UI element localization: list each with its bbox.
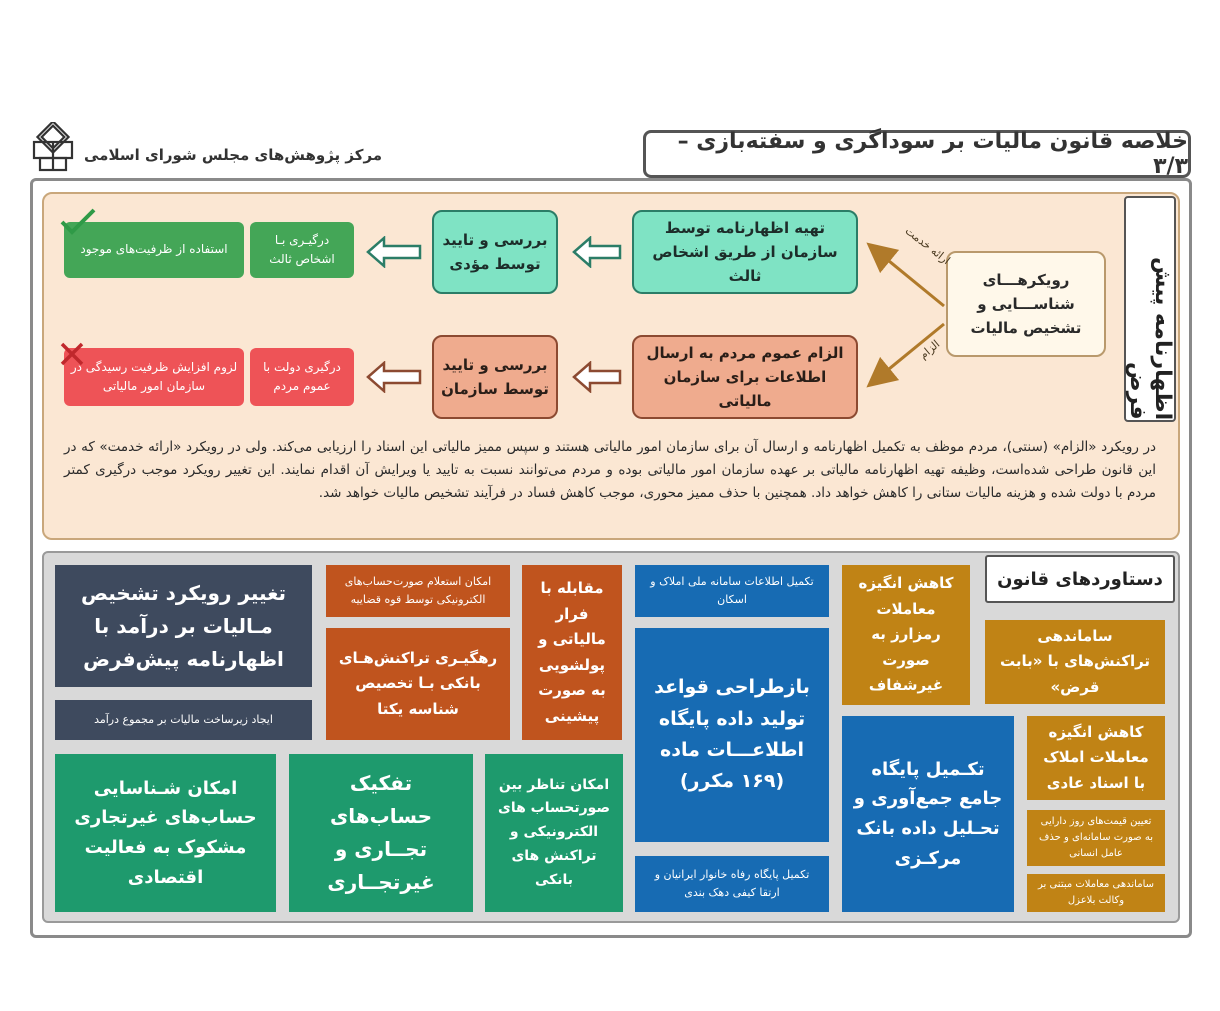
tile-loan-transactions: ساماندهی تراکنش‌های با «بابت قرض» [985,620,1165,704]
lower-step-2: بررسی و تایید توسط سازمان [432,335,558,419]
page-title: خلاصه قانون مالیات بر سوداگری و سفته‌باز… [643,129,1191,179]
tile-change-approach: تغییر رویکرد تشخیص مـالیات بر درآمد با ا… [55,565,312,687]
arrow-left-icon [366,236,422,268]
org-name: مرکز پژوهش‌های مجلس شورای اسلامی [84,146,383,164]
tile-national-property: تکمیل اطلاعات سامانه ملی املاک و اسکان [635,565,829,617]
tile-power-of-attorney: ساماندهی معاملات مبتنی بر وکالت بلاعزل [1027,874,1165,912]
upper-result: استفاده از ظرفیت‌های موجود [64,222,244,278]
arrow-left-icon [572,361,622,393]
tile-bank-tracking: رهگیـری تراکنش‌هـای بانکی بـا تخصیص شناس… [326,628,510,740]
branch-arrows [866,242,945,388]
section-title-default-declaration: اظهارنامه پیش فرض [1124,196,1176,422]
tile-invoice-matching: امکان تناظر بین صورتحساب های الکترونیکی … [485,754,623,912]
check-icon [60,208,96,235]
upper-step-3: درگیـری بـا اشخاص ثالث [250,222,354,278]
tile-anti-evasion: مقابله با فرار مالیاتی و پولشویی به صورت… [522,565,622,740]
lower-step-1: الزام عموم مردم به ارسال اطلاعات برای سا… [632,335,858,419]
tile-asset-pricing: تعیین قیمت‌های روز دارایی به صورت سامانه… [1027,810,1165,866]
arrow-left-icon [366,361,422,393]
arrow-left-icon [572,236,622,268]
tile-redesign-169: بازطراحی قواعد تولید داده پایگاه اطلاعــ… [635,628,829,842]
upper-step-1: تهیه اظهارنامه توسط سازمان از طریق اشخاص… [632,210,858,294]
tile-welfare-database: تکمیل پایگاه رفاه خانوار ایرانیان و ارتق… [635,856,829,912]
explanation-paragraph: در رویکرد «الزام» (سنتی)، مردم موظف به ت… [64,439,1156,502]
tile-judiciary-inquiry: امکان استعلام صورت‌حساب‌های الکترونیکی ت… [326,565,510,617]
logo-icon [32,122,74,172]
upper-step-2: بررسی و تایید توسط مؤدی [432,210,558,294]
achievements-title: دستاوردهای قانون [985,555,1175,603]
tile-central-bank-data: تکـمیل پایگاه جامع جمع‌آوری و تحـلیل داد… [842,716,1014,912]
approach-box: رویکرهـــای شناســـایی و تشخیص مالیات [946,251,1106,357]
tile-noncommercial-accounts: امکان شـناسایی حساب‌های غیرتجاری مشکوک ب… [55,754,276,912]
tile-crypto: کاهش انگیزه معاملات رمزارز به صورت غیرشف… [842,565,970,705]
lower-step-3: درگیری دولت با عموم مردم [250,348,354,406]
cross-icon [60,342,84,366]
tile-income-infrastructure: ایجاد زیرساخت مالیات بر مجموع درآمد [55,700,312,740]
tile-separate-accounts: تفکیک حساب‌های تجــاری و غیرتجــاری [289,754,473,912]
lower-result: لزوم افزایش ظرفیت رسیدگی در سازمان امور … [64,348,244,406]
tile-informal-deeds: کاهش انگیزه معاملات املاک با اسناد عادی [1027,716,1165,800]
